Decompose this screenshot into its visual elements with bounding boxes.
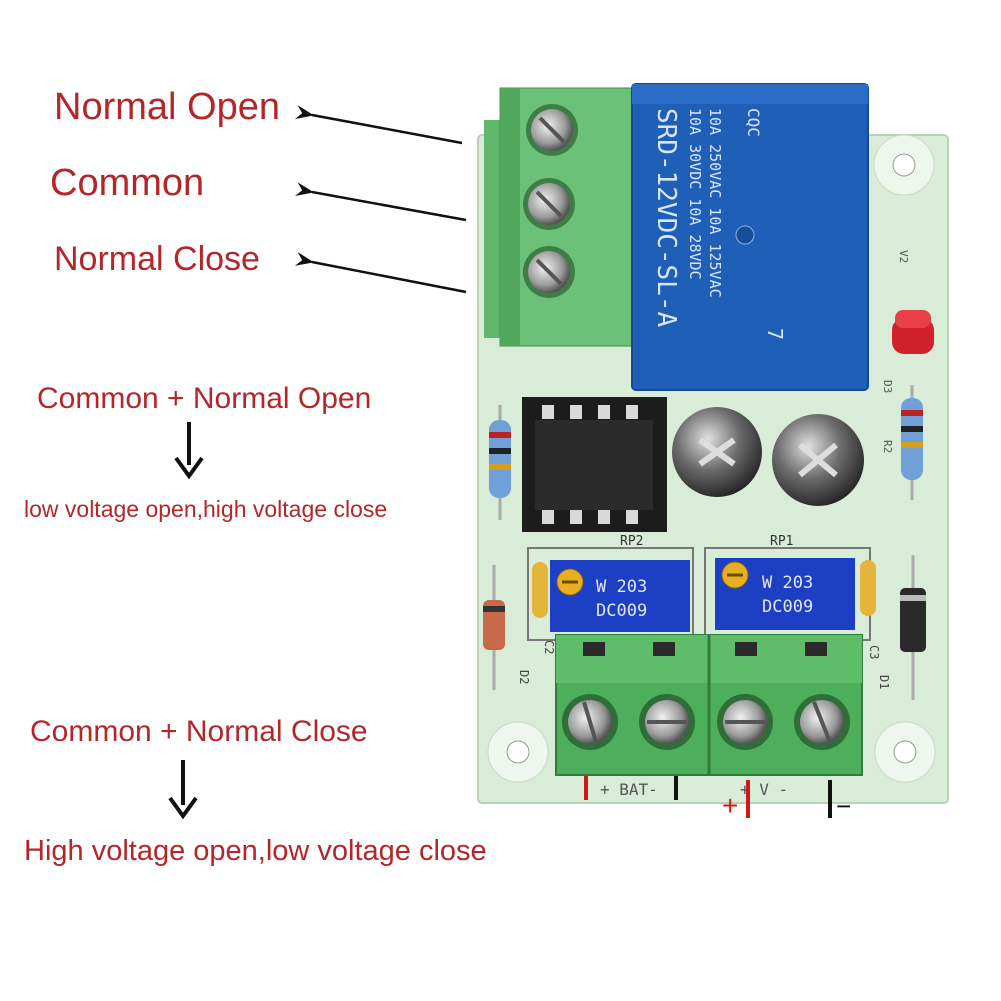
mounting-hole xyxy=(874,721,936,783)
relay-rating-text: 10A 250VAC 10A 125VAC xyxy=(706,108,724,298)
label-common: Common xyxy=(50,162,205,204)
resistor-r2: R2 V2 xyxy=(881,250,923,500)
capacitor xyxy=(772,414,864,506)
screw-terminal xyxy=(562,694,618,750)
potentiometer-rp1: RP1 W 203 DC009 xyxy=(704,534,871,641)
label-d3: D3 xyxy=(881,380,894,393)
ic-chip xyxy=(522,397,667,532)
screw-terminal xyxy=(717,694,773,750)
terminal-label-v: + V - xyxy=(740,780,788,799)
plus-mark: + xyxy=(722,790,738,821)
label-c2: C2 xyxy=(542,640,556,654)
polarity-marks: + − xyxy=(584,776,851,821)
potentiometer-rp2: RP2 W 203 DC009 xyxy=(527,534,694,641)
pot-label: DC009 xyxy=(762,597,813,617)
mounting-hole xyxy=(873,134,935,196)
label-c3: C3 xyxy=(867,645,881,659)
led-d3: D3 xyxy=(881,310,934,393)
capacitor-c3: C3 xyxy=(860,560,881,659)
pot-label: W 203 xyxy=(762,573,813,593)
label-rp2: RP2 xyxy=(620,534,643,549)
arrow-normal-open xyxy=(294,105,463,145)
pot-label: DC009 xyxy=(596,601,647,621)
label-normal-open: Normal Open xyxy=(54,86,280,128)
combo1-title: Common + Normal Open xyxy=(37,382,372,415)
label-d2: D2 xyxy=(517,670,531,684)
screw-terminal xyxy=(523,246,575,298)
relay-terminal-block xyxy=(484,87,633,347)
label-r2: R2 xyxy=(881,440,894,453)
screw-terminal xyxy=(794,694,850,750)
down-arrow-icon xyxy=(174,422,204,480)
screw-terminal xyxy=(639,694,695,750)
diode-d1: D1 xyxy=(877,555,926,700)
arrow-normal-close xyxy=(294,252,467,294)
mounting-hole xyxy=(487,721,549,783)
combo1-description: low voltage open,high voltage close xyxy=(24,496,388,522)
power-terminal-block: + BAT- + V - xyxy=(555,634,863,799)
relay-model-text: SRD-12VDC-SL-A xyxy=(651,108,681,327)
relay: SRD-12VDC-SL-A 10A 30VDC 10A 28VDC 10A 2… xyxy=(631,83,869,391)
screw-terminal xyxy=(523,178,575,230)
combo2-description: High voltage open,low voltage close xyxy=(24,835,487,867)
label-d1: D1 xyxy=(877,675,891,689)
arrow-common xyxy=(295,182,467,222)
label-rp1: RP1 xyxy=(770,534,793,549)
relay-pin-text: 7 xyxy=(763,328,787,340)
combo2-title: Common + Normal Close xyxy=(30,715,368,748)
capacitor xyxy=(672,407,762,497)
minus-mark: − xyxy=(836,791,851,821)
diode-d2: D2 xyxy=(483,565,531,690)
relay-rating-text: 10A 30VDC 10A 28VDC xyxy=(686,108,704,280)
screw-terminal xyxy=(526,104,578,156)
resistor xyxy=(489,405,511,520)
label-v2: V2 xyxy=(897,250,910,263)
capacitor-c2: C2 xyxy=(532,562,556,654)
down-arrow-icon xyxy=(168,760,198,820)
pot-label: W 203 xyxy=(596,577,647,597)
label-normal-close: Normal Close xyxy=(54,240,260,278)
relay-brand-text: CQC xyxy=(744,108,763,137)
terminal-label-bat: + BAT- xyxy=(600,780,658,799)
